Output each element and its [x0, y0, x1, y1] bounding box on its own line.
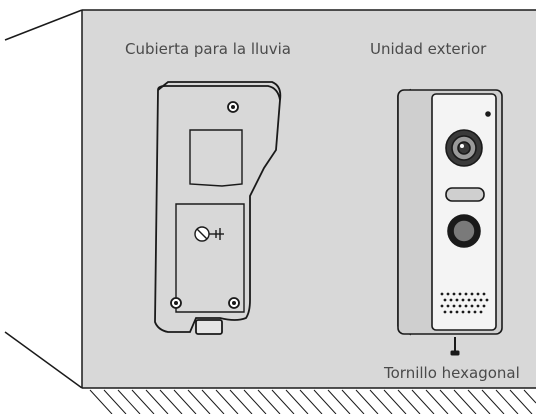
call-button — [447, 214, 481, 248]
rain-cover-upper-recess — [189, 129, 243, 187]
wall-top-edge — [4, 9, 83, 41]
screw-hole-top-inner — [231, 105, 235, 109]
floor-hatching — [89, 389, 536, 414]
camera-lens-icon — [445, 129, 483, 167]
outdoor-unit — [397, 88, 503, 336]
rain-cover-foot — [195, 319, 223, 335]
rain-cover-label: Cubierta para la lluvia — [125, 40, 291, 58]
hex-screw-label: Tornillo hexagonal — [384, 364, 520, 382]
screw-hole-bottom-right-inner — [232, 301, 236, 305]
outdoor-unit-label: Unidad exterior — [370, 40, 487, 58]
speaker-grille — [440, 291, 489, 314]
rain-cover-outline — [154, 85, 281, 333]
rain-cover — [154, 81, 282, 335]
name-plate — [445, 187, 485, 202]
indicator-led — [485, 111, 491, 117]
rain-cover-lower-panel — [175, 203, 245, 313]
wall-anchor-screw-icon — [194, 226, 224, 242]
screw-hole-bottom-left-inner — [174, 301, 178, 305]
rain-cover-hood — [157, 81, 282, 101]
wall-bottom-edge — [4, 331, 83, 389]
wall-side — [0, 10, 82, 388]
hex-screw-icon — [450, 337, 460, 356]
